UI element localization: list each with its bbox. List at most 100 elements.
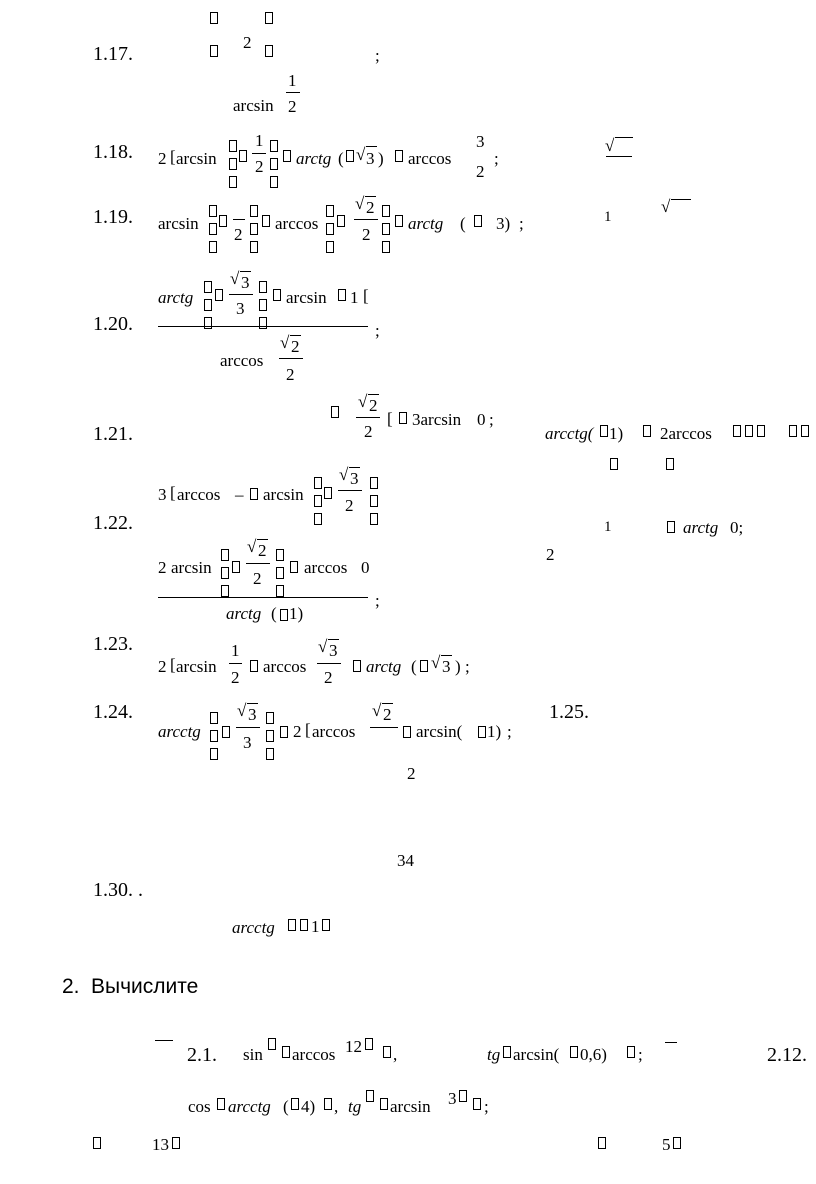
semicolon: ; [638,1045,643,1064]
missing-glyph-icon [420,660,428,672]
sqrt-icon: √ [372,701,382,720]
missing-glyph-icon [229,140,237,152]
paren-close: ) [378,149,384,168]
missing-glyph-icon [204,299,212,311]
missing-glyph-icon [210,45,218,57]
page-number: 34 [397,851,414,870]
func-arccos: arccos [408,149,452,168]
missing-glyph-icon [288,919,296,931]
fraction-bar [286,92,300,93]
missing-glyph-icon [326,241,334,253]
term-5: 5 [662,1135,671,1154]
missing-glyph-icon [221,549,229,561]
missing-glyph-icon [210,748,218,760]
problem-number: 2.1. [187,1044,217,1066]
term-3arcsin: 3arcsin [412,410,462,429]
missing-glyph-icon [627,1046,635,1058]
semicolon: ; [489,410,494,429]
term-zero: 0 [477,410,486,429]
fraction-bar [252,153,266,154]
sqrt-bar [328,639,339,640]
fraction-bar [356,417,380,418]
comma: , [393,1045,398,1064]
sqrt-bar [240,271,251,272]
stray-numeral: 2 [546,545,555,564]
missing-glyph-icon [643,425,651,437]
fraction-bar [233,219,245,220]
func-arccos: arccos [312,722,356,741]
sqrt-icon: √ [318,637,328,656]
radicand: 3) [496,214,511,233]
sqrt-bar [257,539,268,540]
radicand: 2 [366,198,375,217]
missing-glyph-icon [270,158,278,170]
sqrt-bar [366,146,377,147]
func-arcsin: arcsin [286,288,327,307]
missing-glyph-icon [221,567,229,579]
term-four: 4) [301,1097,316,1116]
paren-open: ( [411,657,417,676]
problem-number: 1.19. [93,206,133,228]
sqrt-icon: √ [431,653,441,672]
fraction-denominator: 2 [476,162,485,181]
missing-glyph-icon [210,730,218,742]
fraction-numerator: 1 [255,131,264,150]
sqrt-bar [382,703,393,704]
paren-close: ) [455,657,461,676]
paren-open: ( [460,214,466,233]
missing-glyph-icon [331,406,339,418]
problem-number: 1.23. [93,633,133,655]
missing-glyph-icon [459,1090,467,1102]
missing-glyph-icon [600,425,608,437]
missing-glyph-icon [250,660,258,672]
fraction-bar [606,156,632,157]
term-one: 1) [609,424,624,443]
coefficient: 3 [158,485,167,504]
missing-glyph-icon [353,660,361,672]
missing-glyph-icon [399,412,407,424]
term-13: 13 [152,1135,169,1154]
semicolon: ; [465,657,470,676]
stray-numeral: 2 [407,764,416,783]
missing-glyph-icon [280,726,288,738]
radicand: 3 [442,657,451,676]
problem-number: 1.30. . [93,879,143,901]
sqrt-icon: √ [247,537,257,556]
func-2arccos: 2arccos [660,424,712,443]
missing-glyph-icon [250,488,258,500]
term-zero: 0 [361,558,370,577]
fraction-bar [338,490,362,491]
term-12: 12 [345,1037,362,1056]
fraction-denominator: 2 [345,496,354,515]
fraction-denominator: 2 [288,97,297,116]
func-arccos: arccos [263,657,307,676]
semicolon: ; [519,214,524,233]
missing-glyph-icon [172,1137,180,1149]
fraction-bar [229,294,253,295]
func-arcctg: arcctg [158,722,201,741]
missing-glyph-icon [283,150,291,162]
sqrt-bar [368,394,379,395]
sqrt-bar [290,335,301,336]
fraction-bar [236,727,260,728]
sqrt-icon: √ [356,145,366,164]
func-arctg: arctg [683,518,719,537]
missing-glyph-icon [266,712,274,724]
missing-glyph-icon [598,1137,606,1149]
missing-glyph-icon [324,1098,332,1110]
missing-glyph-icon [221,585,229,597]
missing-glyph-icon [204,317,212,329]
missing-glyph-icon [229,158,237,170]
semicolon: ; [375,46,380,65]
radicand: 2 [383,705,392,724]
missing-glyph-icon [503,1046,511,1058]
semicolon: ; [507,722,512,741]
sqrt-icon: √ [605,136,615,155]
missing-glyph-icon [473,1098,481,1110]
missing-glyph-icon [217,1098,225,1110]
sqrt-icon: √ [355,194,365,213]
missing-glyph-icon [757,425,765,437]
missing-glyph-icon [204,281,212,293]
missing-glyph-icon [745,425,753,437]
missing-glyph-icon [380,1098,388,1110]
